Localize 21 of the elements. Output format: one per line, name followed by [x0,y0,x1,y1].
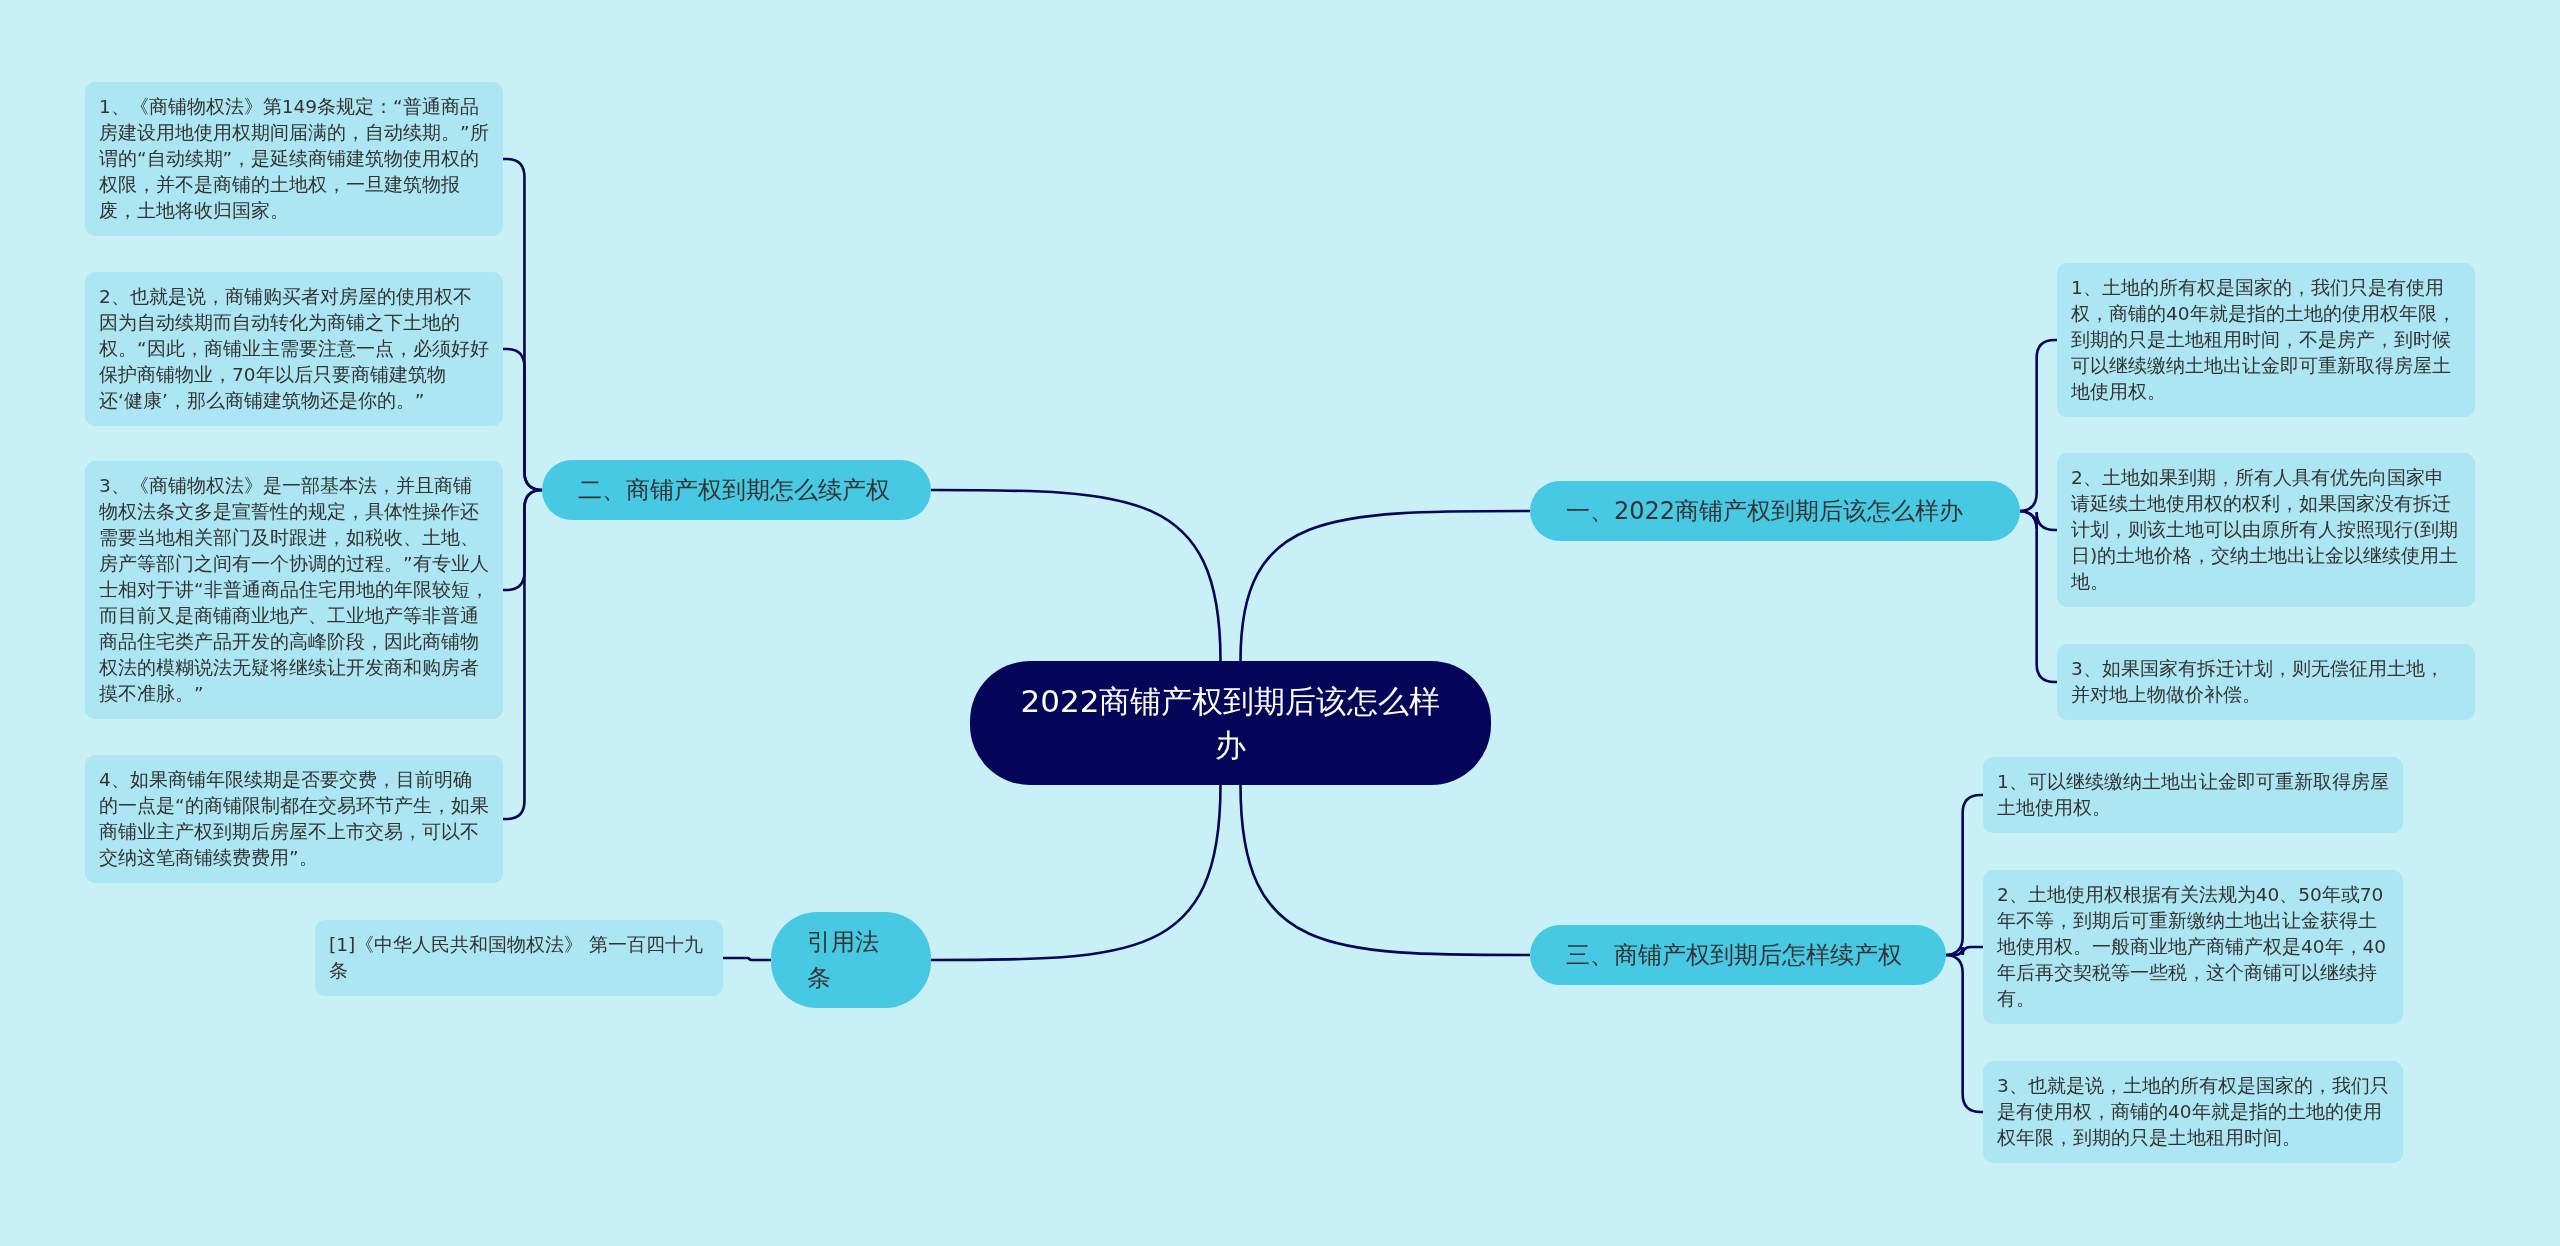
connector-line [1239,509,1530,662]
topic-node: 引用法条 [771,912,931,1008]
note-box: 3、也就是说，土地的所有权是国家的，我们只是有使用权，商铺的40年就是指的土地的使用权年限，到期的只是土地租用时间。 [1983,1061,2403,1163]
topic-node: 三、商铺产权到期后怎样续产权 [1530,925,1946,985]
note-box: [1]《中华人民共和国物权法》 第一百四十九条 [315,920,723,996]
note-box: 4、如果商铺年限续期是否要交费，目前明确的一点是“的商铺限制都在交易环节产生，如果商铺业主产权到期后房屋不上市交易，可以不交纳这笔商铺续费费用”。 [85,755,503,883]
connector-line [503,488,544,821]
central-topic: 2022商铺产权到期后该怎么样办 [970,661,1491,785]
connector-line [931,784,1222,962]
topic-node: 二、商铺产权到期怎么续产权 [542,460,931,520]
topic-node: 一、2022商铺产权到期后该怎么样办 [1530,481,2020,541]
note-box: 2、土地如果到期，所有人具有优先向国家申请延续土地使用权的权利，如果国家没有拆迁计划，则该土地可以由原所有人按照现行(到期日)的土地价格，交纳土地出让金以继续使用土地。 [2057,453,2475,607]
note-box: 3、《商铺物权法》是一部基本法，并且商铺物权法条文多是宣誓性的规定，具体性操作还需要当地相关部门及时跟进，如税收、土地、房产等部门之间有一个协调的过程。”有专业人士相对于讲“非普通商品住宅用地的年限较短，而目前又是商铺商业地产、工业地产等非普通商品住宅类产品开发的高峰阶段，因此商铺物权法的模糊说法无疑将继续让开发商和购房者摸不准脉。” [85,461,503,719]
note-box: 2、也就是说，商铺购买者对房屋的使用权不因为自动续期而自动转化为商铺之下土地的权。“因此，商铺业主需要注意一点，必须好好保护商铺物业，70年以后只要商铺建筑物还‘健康’，那么商铺建筑物还是你的。” [85,272,503,426]
note-box: 2、土地使用权根据有关法规为40、50年或70年不等，到期后可重新缴纳土地出让金获得土地使用权。一般商业地产商铺产权是40年，40年后再交契税等一些税，这个商铺可以继续持有。 [1983,870,2403,1024]
connector-line [1239,784,1530,957]
note-box: 1、《商铺物权法》第149条规定：“普通商品房建设用地使用权期间届满的，自动续期。”所谓的“自动续期”，是延续商铺建筑物使用权的权限，并不是商铺的土地权，一旦建筑物报废，土地将收归国家。 [85,82,503,236]
connector-line [931,488,1222,662]
note-box: 3、如果国家有拆迁计划，则无偿征用土地，并对地上物做价补偿。 [2057,644,2475,720]
note-box: 1、可以继续缴纳土地出让金即可重新取得房屋土地使用权。 [1983,757,2403,833]
note-box: 1、土地的所有权是国家的，我们只是有使用权，商铺的40年就是指的土地的使用权年限，到期的只是土地租用时间，不是房产，到时候可以继续缴纳土地出让金即可重新取得房屋土地使用权。 [2057,263,2475,417]
